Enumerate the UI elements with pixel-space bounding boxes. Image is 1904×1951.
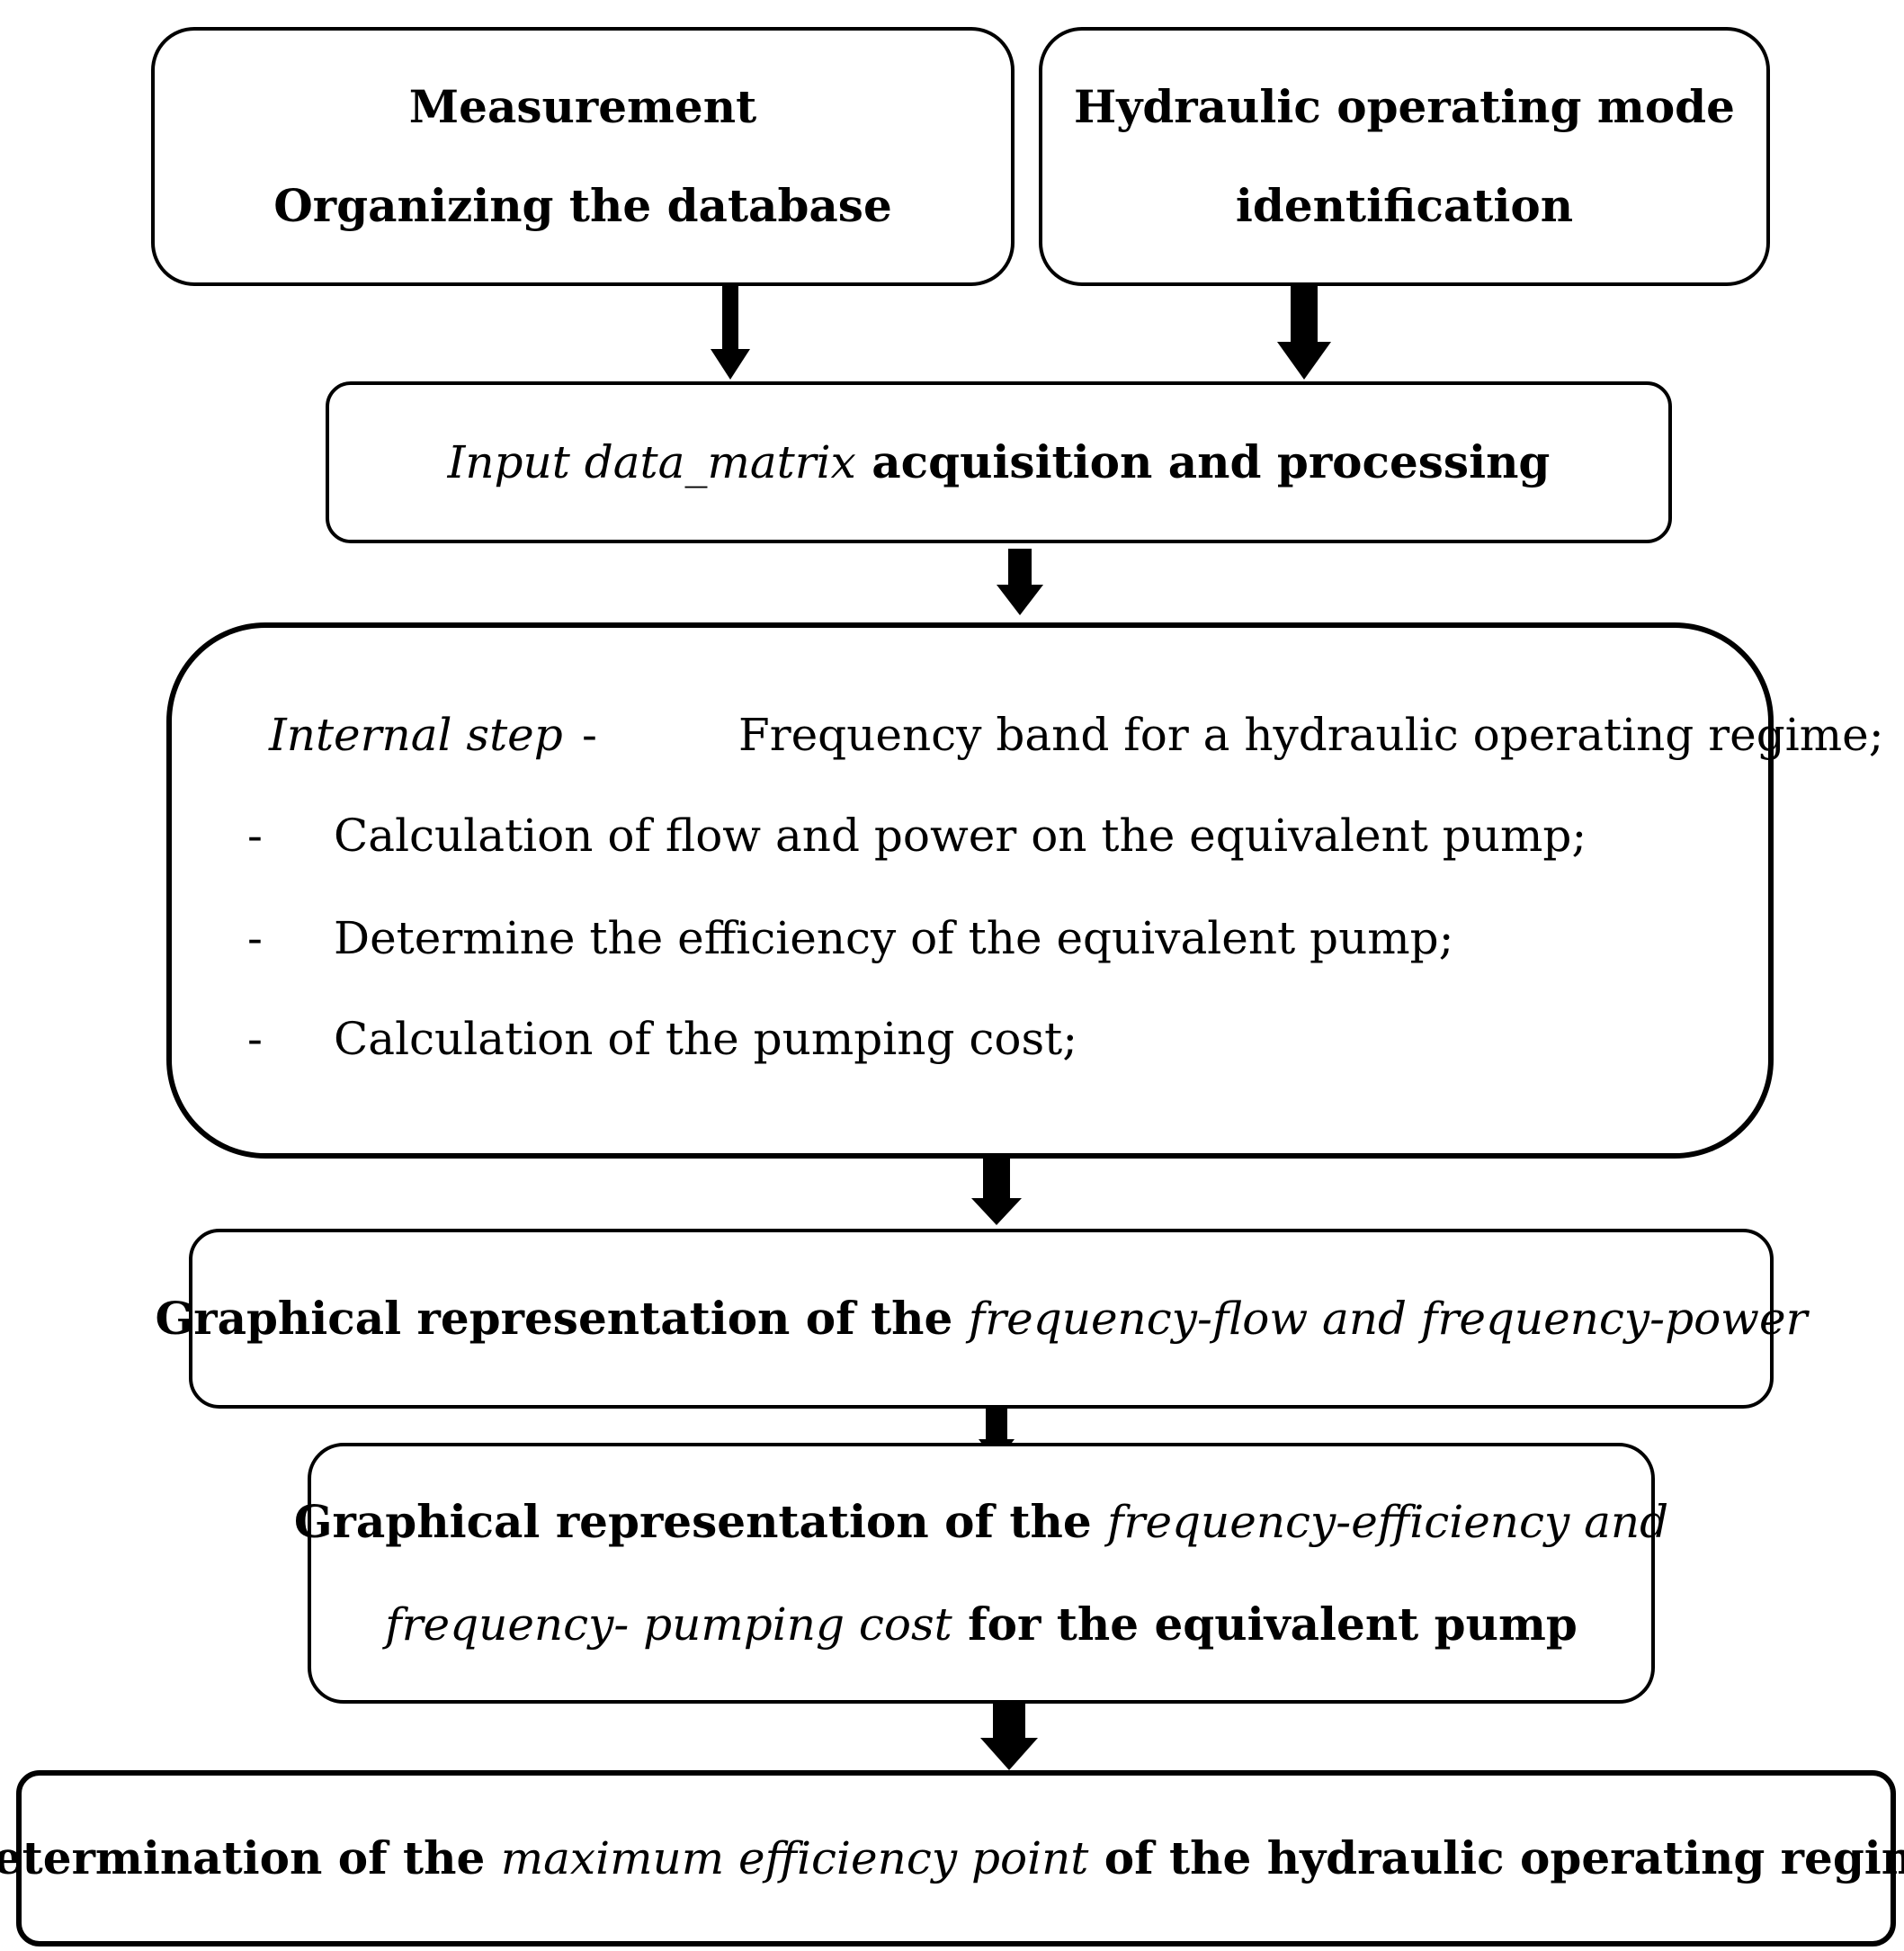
max-efficiency-label: Determination of the maximum efficiency … — [0, 1836, 1904, 1882]
input-data-rest: acquisition and processing — [855, 435, 1551, 488]
step-item: Calculation of the pumping cost; — [334, 1013, 1078, 1065]
pumping-cost-text: for the equivalent pump — [952, 1597, 1578, 1651]
frequency-efficiency-text: Graphical representation of the — [293, 1495, 1108, 1548]
measurement-label: Measurement — [408, 80, 757, 133]
frequency-efficiency-term: frequency-efficiency and — [1107, 1496, 1669, 1548]
internal-step-line: Internal step - Frequency band for a hyd… — [269, 709, 1884, 761]
step-item: Determine the efficiency of the equivale… — [334, 912, 1454, 964]
input-data-box: Input data_matrix acquisition and proces… — [326, 381, 1672, 543]
step-line: - Calculation of flow and power on the e… — [247, 810, 1587, 862]
dash-marker: - — [247, 810, 263, 862]
step-item: Frequency band for a hydraulic operating… — [738, 709, 1884, 761]
step-line: - Calculation of the pumping cost; — [247, 1013, 1077, 1065]
hydraulic-mode-label: Hydraulic operating mode — [1074, 80, 1735, 133]
frequency-flow-label: Graphical representation of the frequenc… — [156, 1296, 1808, 1342]
arrow-down-icon — [980, 1704, 1038, 1770]
organizing-database-label: Organizing the database — [273, 179, 892, 232]
dash-marker: - — [247, 912, 263, 964]
frequency-flow-term: frequency-flow and frequency-power — [968, 1293, 1808, 1345]
input-data-label: Input data_matrix acquisition and proces… — [448, 440, 1551, 486]
step-line: - Determine the efficiency of the equiva… — [247, 912, 1454, 964]
arrow-down-icon — [1277, 286, 1331, 380]
step-item: Calculation of flow and power on the equ… — [334, 810, 1587, 862]
frequency-efficiency-line2: frequency- pumping cost for the equivale… — [385, 1602, 1578, 1648]
arrow-down-icon — [997, 549, 1043, 615]
internal-step-label: Internal step — [269, 709, 563, 761]
arrow-down-icon — [711, 286, 750, 380]
frequency-flow-box: Graphical representation of the frequenc… — [156, 1229, 1807, 1409]
max-efficiency-text2: of the hydraulic operating regime — [1088, 1831, 1904, 1884]
measurement-box: Measurement Organizing the database — [151, 27, 1015, 286]
max-efficiency-term: maximum efficiency point — [500, 1832, 1089, 1884]
frequency-efficiency-line1: Graphical representation of the frequenc… — [294, 1499, 1668, 1545]
frequency-flow-text: Graphical representation of the — [155, 1292, 969, 1345]
max-efficiency-text1: Determination of the — [0, 1831, 501, 1884]
identification-label: identification — [1235, 179, 1574, 232]
hydraulic-mode-box: Hydraulic operating mode identification — [1039, 27, 1770, 286]
input-data-matrix-term: Input data_matrix — [447, 436, 856, 488]
arrow-down-icon — [971, 1159, 1022, 1225]
dash-marker: - — [582, 709, 597, 761]
max-efficiency-box: Determination of the maximum efficiency … — [0, 1770, 1904, 1947]
frequency-efficiency-box: Graphical representation of the frequenc… — [294, 1443, 1668, 1704]
dash-marker: - — [247, 1013, 263, 1065]
internal-step-box: Internal step - Frequency band for a hyd… — [166, 622, 1884, 1159]
pumping-cost-term: frequency- pumping cost — [385, 1598, 952, 1651]
